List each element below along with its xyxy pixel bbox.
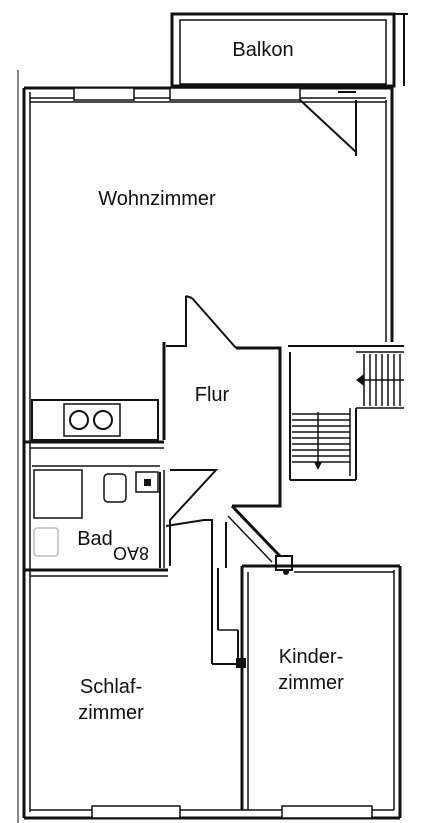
- outer-walls: [17, 70, 402, 823]
- room-label-wohnzimmer: Wohnzimmer: [98, 188, 216, 210]
- bedroom-walls: [211, 564, 400, 810]
- room-label-bad: Bad: [77, 528, 113, 550]
- room-label-bad-mirrored: OA8: [112, 543, 150, 563]
- balcony: [170, 12, 408, 88]
- room-label-balkon: Balkon: [232, 39, 294, 61]
- room-label-schlafzimmer-line1: Schlaf-: [79, 676, 143, 698]
- room-label-kinderzimmer-line1: Kinder-: [278, 646, 344, 668]
- staircase: [288, 345, 404, 481]
- bathroom-fixtures: [33, 469, 159, 557]
- room-label-flur: Flur: [194, 384, 230, 406]
- room-label-schlafzimmer-line2: zimmer: [78, 702, 144, 724]
- kitchen-block: [24, 399, 164, 467]
- bath-bedroom-wall: [24, 470, 168, 577]
- room-label-kinderzimmer-line2: zimmer: [278, 672, 344, 694]
- hallway-walls: [162, 295, 293, 575]
- balcony-door: [299, 91, 357, 156]
